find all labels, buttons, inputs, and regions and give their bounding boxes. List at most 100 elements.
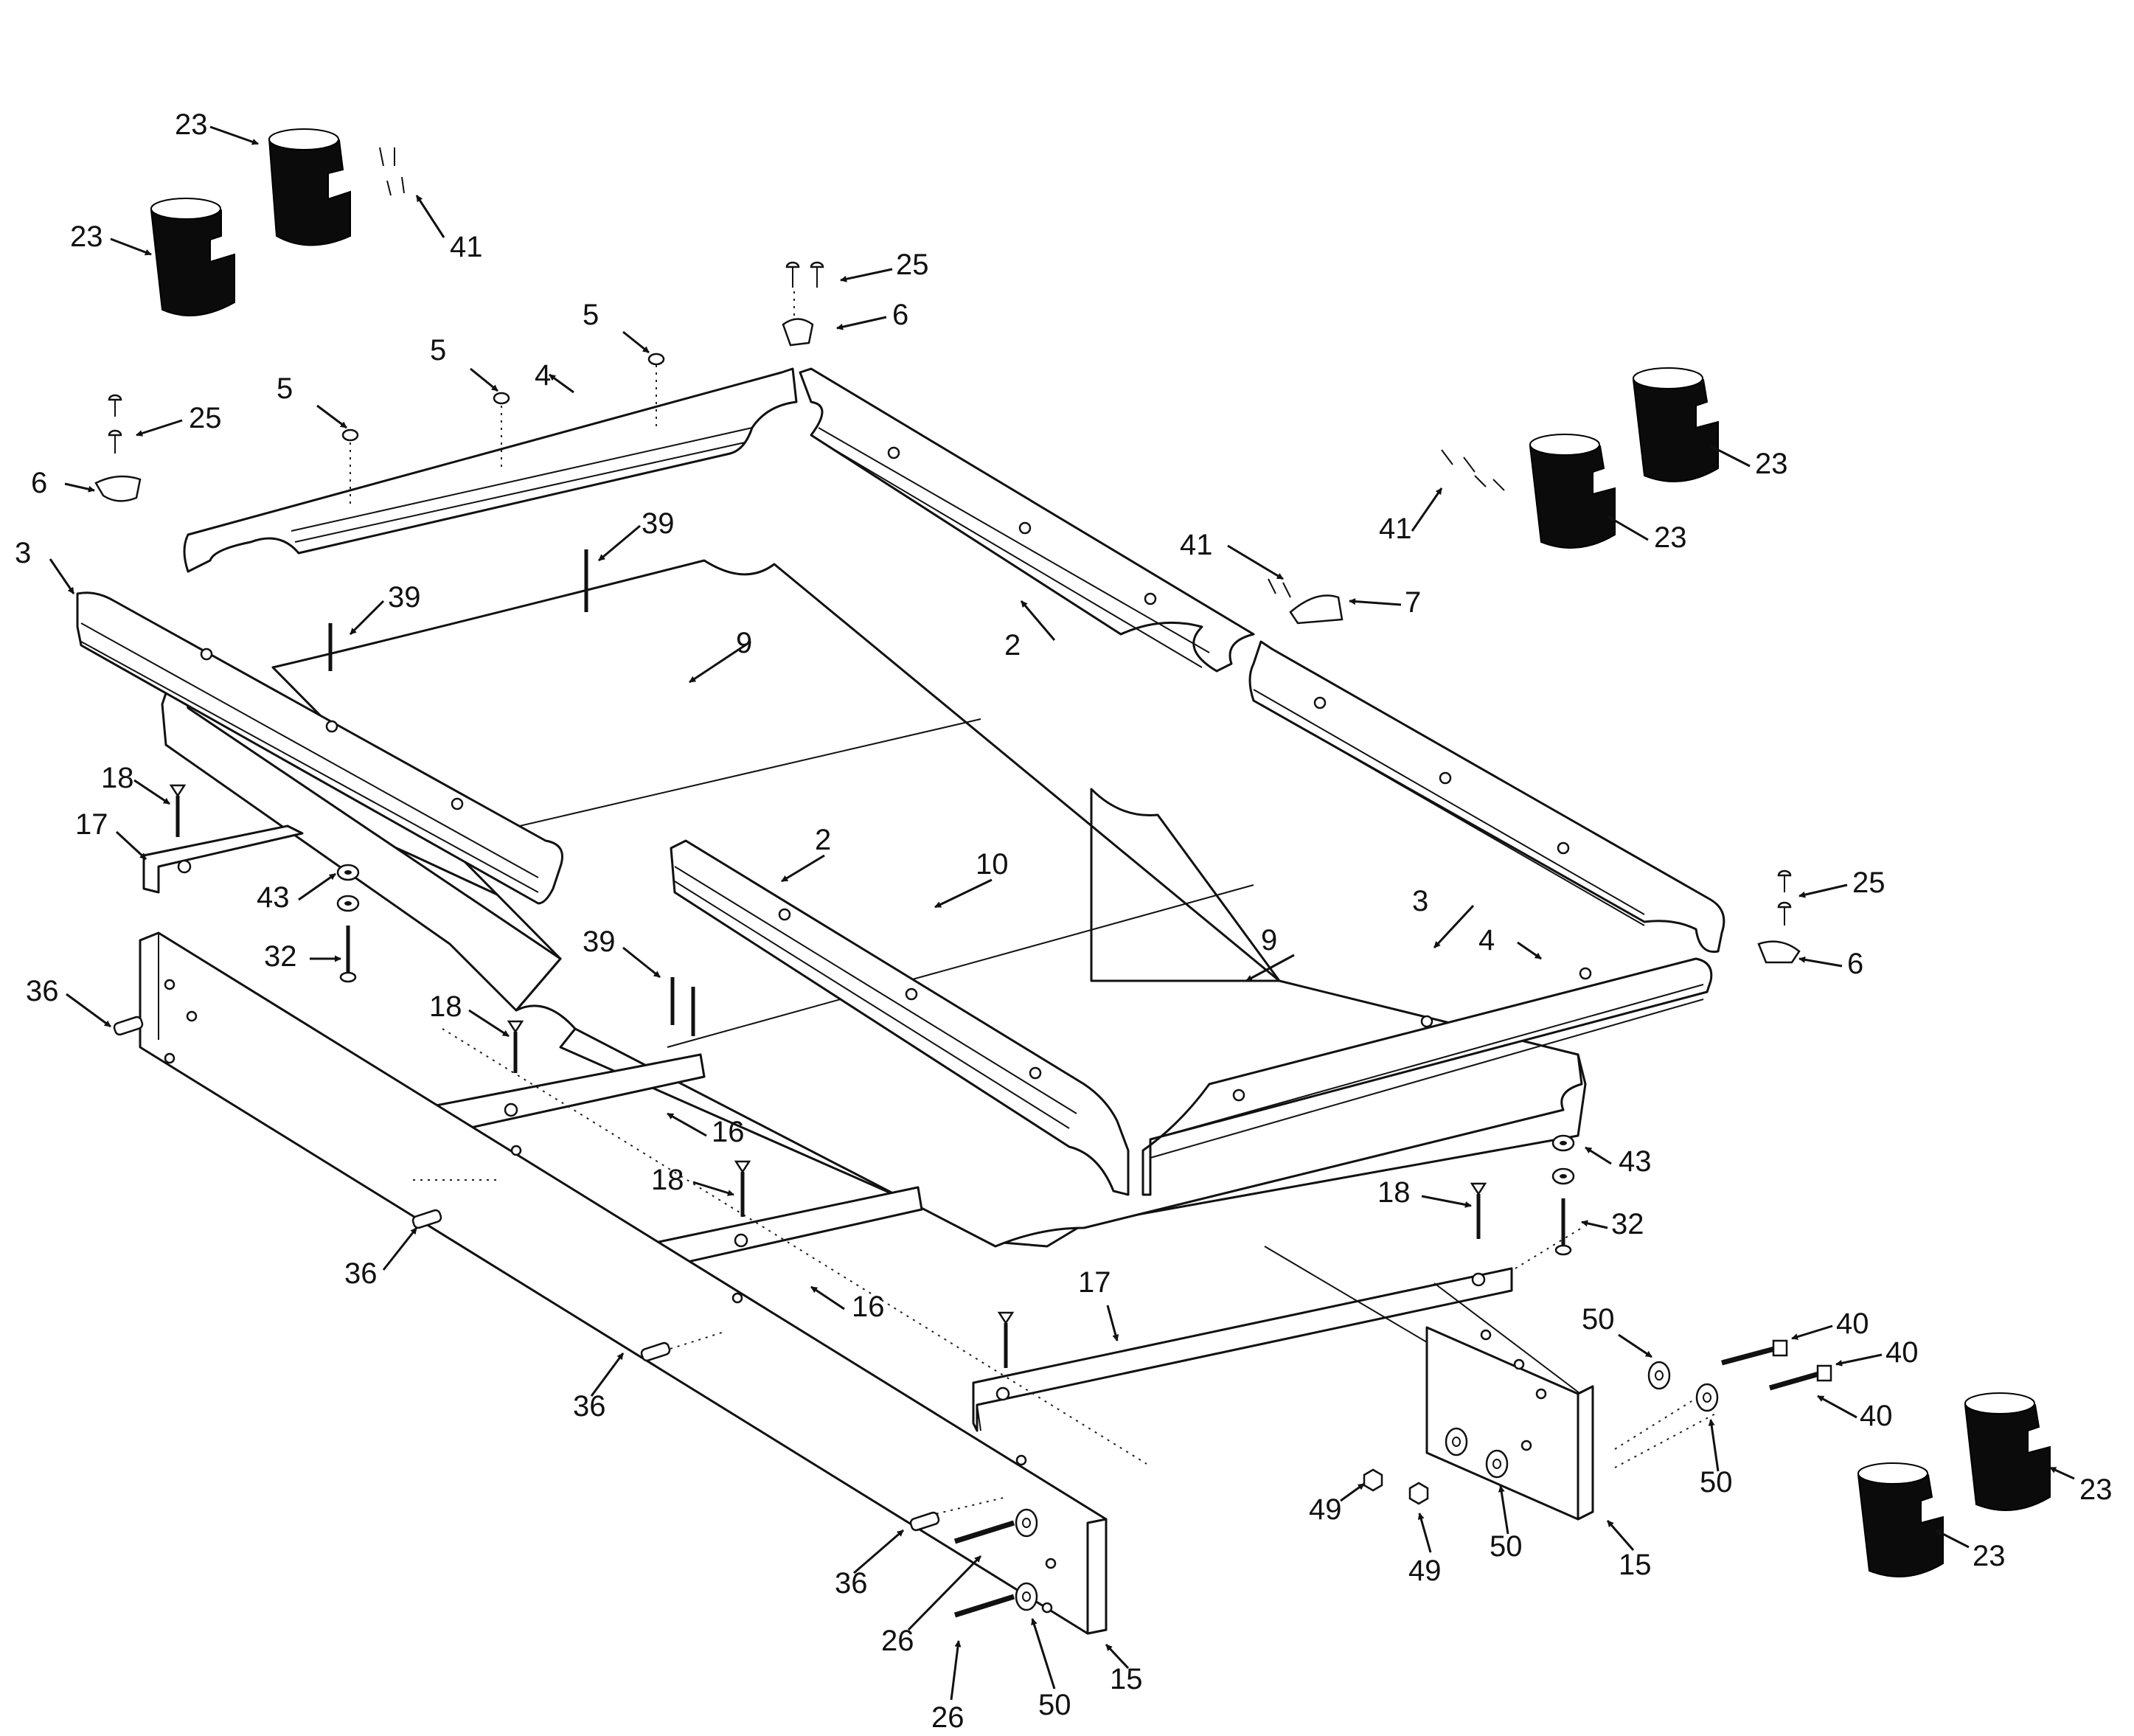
callout-label: 10	[976, 848, 1009, 881]
leader-arrow	[382, 1227, 418, 1271]
leader-arrow	[836, 316, 887, 330]
leader-arrow	[689, 640, 751, 684]
callout-label: 36	[344, 1257, 378, 1290]
leader-arrow	[1433, 904, 1475, 949]
callout-label: 41	[1379, 513, 1412, 545]
leader-arrow	[1798, 883, 1848, 898]
callout-label: 4	[1478, 924, 1495, 956]
callout-label: 23	[175, 108, 208, 141]
callout-label: 17	[75, 808, 108, 841]
leader-arrow	[64, 482, 95, 493]
callout-label: 49	[1408, 1555, 1442, 1587]
leader-arrow	[2049, 1466, 2075, 1480]
leader-arrow	[622, 946, 661, 979]
leader-arrow	[66, 993, 111, 1028]
leader-arrow	[1417, 1513, 1432, 1553]
callout-label: 25	[1852, 867, 1886, 899]
leader-arrow	[415, 195, 445, 238]
rail-4-front	[1141, 957, 1713, 1196]
leader-arrow	[1517, 941, 1542, 960]
leader-arrow	[1618, 1333, 1652, 1358]
leader-arrow	[1607, 515, 1649, 541]
callout-label: 7	[1405, 586, 1421, 619]
callout-label: 23	[2079, 1473, 2113, 1506]
leader-arrow	[1349, 598, 1402, 606]
leader-arrow	[840, 268, 893, 282]
leader-arrow	[1106, 1305, 1119, 1341]
leader-arrow	[1031, 1618, 1056, 1690]
callout-label: 36	[573, 1390, 606, 1423]
pocket-cup	[1632, 367, 1719, 482]
callout-label: 18	[1377, 1176, 1411, 1209]
rail-2-middle	[670, 839, 1130, 1196]
leader-arrow	[316, 404, 347, 429]
callout-label: 2	[1004, 629, 1021, 662]
leader-arrow	[1710, 445, 1751, 468]
callout-label: 26	[881, 1625, 914, 1657]
callout-label: 39	[583, 926, 616, 958]
callout-label: 16	[712, 1116, 745, 1148]
leader-arrow	[934, 878, 993, 909]
leader-arrow	[950, 1640, 962, 1701]
rail-3-left	[76, 591, 563, 905]
leader-arrow	[1581, 1220, 1608, 1229]
cross-members	[142, 824, 1513, 1432]
callout-label: 17	[1078, 1266, 1111, 1299]
frame-beams	[139, 931, 1594, 1635]
callout-labels: 23 23 41 25 6 5 5 5 4 25 6 3 39 39 9 2 4…	[15, 108, 2113, 1734]
callout-label: 49	[1309, 1493, 1342, 1526]
callout-label: 18	[651, 1164, 684, 1196]
leader-arrow	[468, 1009, 510, 1038]
leader-arrow	[907, 1555, 982, 1631]
callout-label: 23	[70, 221, 103, 253]
hardware	[94, 147, 1832, 1618]
leader-arrow	[209, 125, 259, 145]
leader-arrow	[590, 1353, 625, 1397]
callout-label: 23	[1755, 448, 1788, 480]
pocket-cup	[1529, 434, 1616, 549]
callout-label: 25	[896, 249, 929, 281]
leader-arrow	[1585, 1146, 1612, 1165]
callout-label: 3	[1412, 885, 1428, 917]
leader-arrow	[549, 373, 574, 394]
leader-arrow	[810, 1285, 845, 1310]
leader-arrow	[1020, 600, 1056, 641]
leader-arrow	[1227, 544, 1284, 580]
callout-label: 6	[31, 467, 47, 499]
callout-label: 5	[277, 372, 293, 405]
callout-label: 50	[1038, 1689, 1071, 1721]
leader-arrow	[298, 872, 336, 901]
callout-label: 26	[931, 1701, 965, 1734]
leader-arrow	[1245, 954, 1295, 982]
leader-arrow	[781, 854, 825, 883]
callout-label: 40	[1860, 1400, 1893, 1432]
leader-arrow	[1411, 487, 1443, 532]
leader-arrow	[110, 237, 152, 256]
pocket-cup	[268, 128, 351, 246]
leader-arrow	[598, 524, 641, 562]
leader-arrow	[1708, 1419, 1720, 1472]
callout-label: 6	[892, 299, 908, 331]
callout-label: 9	[1261, 924, 1277, 956]
leader-arrow	[1935, 1529, 1970, 1549]
rail-3-right	[1248, 640, 1725, 954]
pocket-cup	[1857, 1462, 1944, 1577]
pocket-cup	[150, 198, 235, 316]
callout-label: 40	[1836, 1308, 1869, 1340]
callout-label: 43	[1619, 1145, 1652, 1178]
callout-label: 18	[429, 990, 462, 1023]
callout-label: 32	[1611, 1208, 1644, 1240]
leader-arrow	[1340, 1482, 1365, 1502]
callout-label: 15	[1619, 1549, 1652, 1581]
callout-label: 36	[26, 975, 59, 1007]
leader-arrow	[667, 1112, 707, 1137]
leader-arrow	[1498, 1485, 1509, 1535]
callout-label: 9	[736, 627, 752, 659]
callout-leaders	[49, 125, 2075, 1701]
leader-arrow	[1798, 956, 1843, 968]
callout-label: 23	[1654, 521, 1687, 554]
leader-arrow	[1835, 1353, 1883, 1367]
leader-arrow	[1606, 1520, 1635, 1551]
leader-arrow	[692, 1181, 734, 1196]
